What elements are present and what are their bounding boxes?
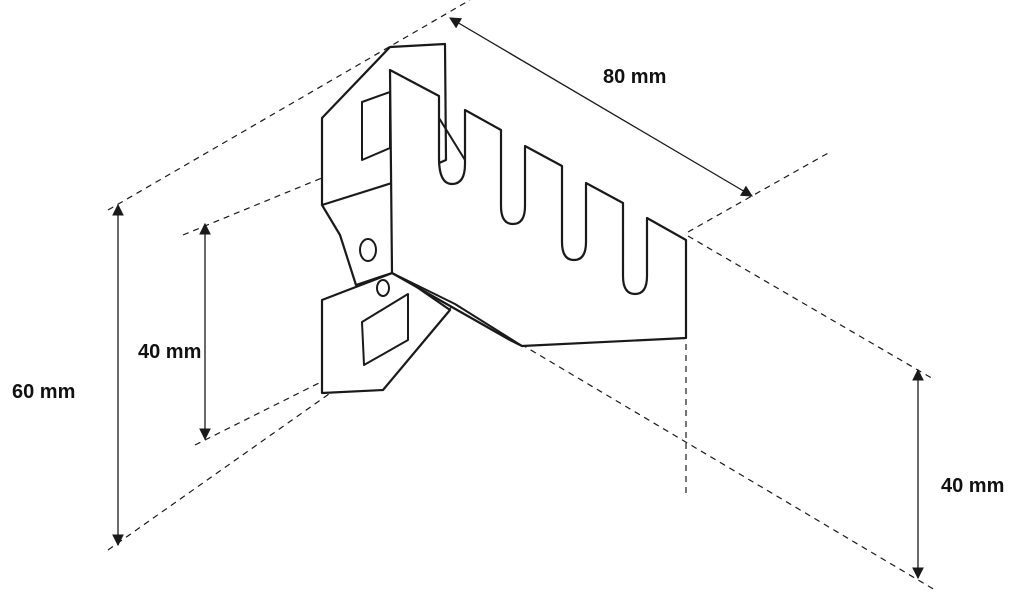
length-label: 80 mm bbox=[603, 66, 666, 88]
ext-top-front bbox=[687, 151, 831, 233]
inner-height-label: 40 mm bbox=[138, 341, 201, 363]
lower-slot bbox=[361, 293, 409, 366]
middle-hole bbox=[359, 238, 377, 262]
ext-side-top bbox=[687, 235, 936, 381]
dimension-lines bbox=[112, 17, 924, 580]
ext-inner-top bbox=[182, 149, 391, 236]
bracket-fold-edge bbox=[391, 272, 523, 347]
total-height-label: 60 mm bbox=[12, 381, 75, 403]
lower-hole bbox=[376, 279, 390, 297]
dim-line-80 bbox=[448, 17, 754, 197]
ext-bottom-right bbox=[454, 304, 936, 591]
side-height-label: 40 mm bbox=[941, 475, 1004, 497]
dimension-labels: 80 mm 60 mm 40 mm 40 mm bbox=[12, 66, 1004, 497]
mounting-plate-lower bbox=[320, 270, 452, 395]
ext-top-back bbox=[107, 0, 471, 211]
